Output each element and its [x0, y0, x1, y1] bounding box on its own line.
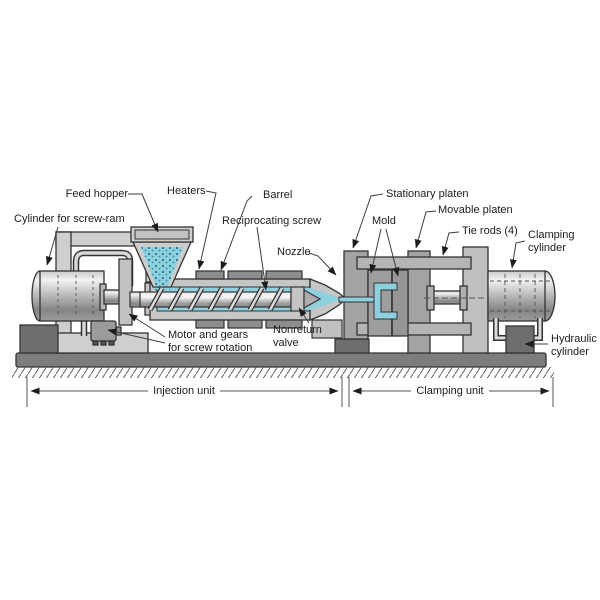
- ground: [12, 352, 554, 378]
- leader-motor-gears-a: [128, 313, 166, 338]
- clamping-unit-shapes: [338, 246, 556, 354]
- leader-motor-gears-b: [107, 328, 166, 344]
- label-clamping-unit: Clamping unit: [395, 385, 505, 397]
- leader-nonreturn-valve: [298, 307, 310, 324]
- label-injection-unit: Injection unit: [129, 385, 239, 397]
- leader-mold-left: [369, 228, 382, 274]
- leader-heaters: [197, 190, 217, 270]
- leader-cylinder-screw-ram: [46, 226, 59, 266]
- leader-mold-right: [385, 228, 400, 277]
- label-nozzle: Nozzle: [277, 246, 311, 258]
- screw-shape: [129, 286, 322, 312]
- label-motor-gears: Motor and gears for screw rotation: [168, 329, 253, 354]
- label-mold: Mold: [372, 215, 396, 227]
- leader-nozzle: [308, 252, 337, 276]
- screw-ram-cylinder-shape: [19, 270, 121, 354]
- clamping-cylinder-shape: [487, 270, 556, 322]
- label-hydraulic-cylinder: Hydraulic cylinder: [551, 333, 597, 358]
- label-reciprocating-screw: Reciprocating screw: [222, 215, 322, 227]
- leader-tie-rods: [441, 231, 460, 256]
- label-cylinder-screw-ram: Cylinder for screw-ram: [14, 213, 125, 225]
- label-tie-rods: Tie rods (4): [462, 225, 518, 237]
- label-barrel: Barrel: [263, 189, 293, 201]
- molded-part: [338, 282, 398, 320]
- label-movable-platen: Movable platen: [438, 204, 513, 216]
- heater-blocks: [195, 270, 303, 329]
- leader-stationary-platen: [352, 193, 384, 249]
- leader-lines: [46, 190, 548, 348]
- label-stationary-platen: Stationary platen: [386, 188, 469, 200]
- leader-reciprocating-screw: [256, 226, 269, 291]
- label-heaters: Heaters: [167, 185, 206, 197]
- feed-hopper-shape: [130, 226, 194, 290]
- hydraulic-cylinder-shape: [493, 318, 543, 354]
- label-clamping-cylinder: Clamping cylinder: [528, 229, 575, 254]
- nozzle-support: [311, 319, 370, 354]
- leader-clamping-cylinder: [509, 240, 526, 269]
- leader-feed-hopper: [128, 193, 159, 233]
- label-feed-hopper: Feed hopper: [65, 188, 128, 200]
- leader-movable-platen: [414, 210, 437, 249]
- leader-barrel: [220, 195, 253, 271]
- screw-flights: [147, 286, 285, 312]
- nonreturn-valve-shape: [290, 286, 305, 312]
- label-nonreturn-valve: Nonreturn valve: [273, 324, 322, 349]
